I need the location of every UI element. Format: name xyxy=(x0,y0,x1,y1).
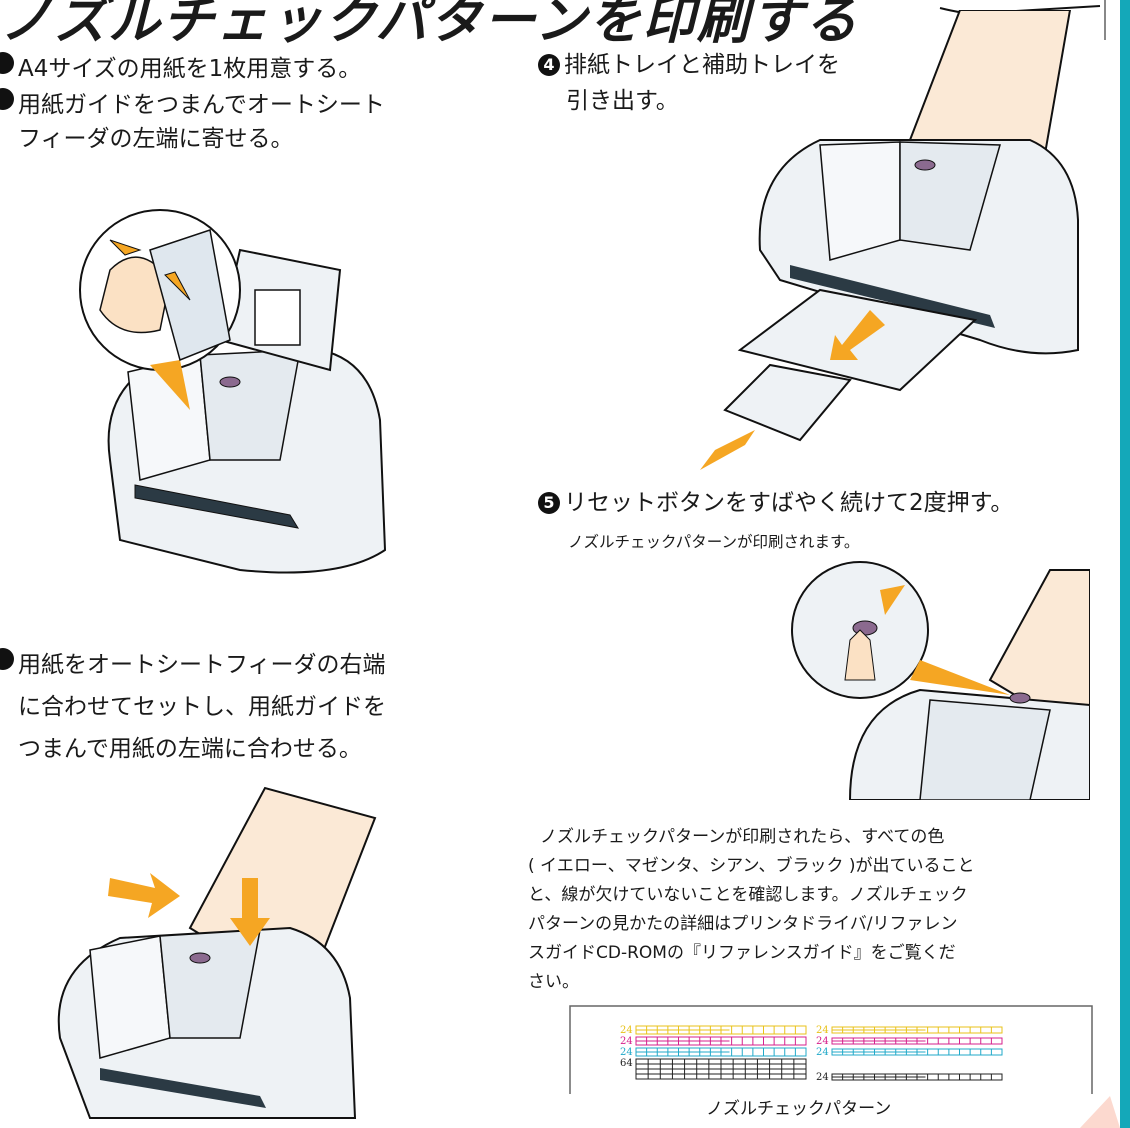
description-line-1: ノズルチェックパターンが印刷されたら、すべての色 xyxy=(540,827,945,847)
pattern-row-label-right: 24 xyxy=(816,1047,829,1058)
step-3-number xyxy=(0,648,14,670)
page-corner-decoration xyxy=(1080,1096,1120,1128)
step-4-text-line2: 引き出す。 xyxy=(566,88,679,114)
pattern-grid-left xyxy=(635,1036,807,1046)
description-line-3: と、線が欠けていないことを確認します。ノズルチェック xyxy=(528,885,968,905)
step-3-text-line3: つまんで用紙の左端に合わせる。 xyxy=(18,736,362,762)
step-2-number xyxy=(0,88,14,110)
printer-trays-illustration xyxy=(700,10,1079,470)
pattern-grid-right xyxy=(831,1073,1003,1081)
step-3-text-line1: 用紙をオートシートフィーダの右端 xyxy=(18,652,386,678)
nozzle-pattern-caption: ノズルチェックパターン xyxy=(706,1099,892,1119)
pattern-grid-left xyxy=(635,1058,807,1080)
pattern-row-label-right: 24 xyxy=(816,1025,829,1036)
description-line-5: スガイドCD-ROMの『リファレンスガイド』をご覧くだ xyxy=(528,943,956,963)
description-line-4: パターンの見かたの詳細はプリンタドライバ/リファレン xyxy=(528,914,958,934)
pattern-row-label-left: 24 xyxy=(620,1047,633,1058)
side-tab-bar xyxy=(1120,0,1130,1128)
step-2-text-line2: フィーダの左端に寄せる。 xyxy=(18,126,294,152)
step-4-number: 4 xyxy=(538,54,560,76)
pattern-grid-right xyxy=(831,1048,1003,1056)
step-2: 用紙ガイドをつまんでオートシート xyxy=(0,88,385,122)
step-1-number xyxy=(0,52,14,74)
step-5-subtext: ノズルチェックパターンが印刷されます。 xyxy=(568,533,860,551)
step-3: 用紙をオートシートフィーダの右端 xyxy=(0,648,386,682)
step-1: A4サイズの用紙を1枚用意する。 xyxy=(0,52,361,86)
pattern-row-label-left: 64 xyxy=(620,1058,633,1069)
pattern-grid-left xyxy=(635,1025,807,1035)
description-line-6: さい。 xyxy=(528,972,579,992)
pattern-grid-right xyxy=(831,1026,1003,1034)
pattern-row-label-right: 24 xyxy=(816,1036,829,1047)
pattern-grid-left xyxy=(635,1047,807,1057)
pattern-row-label-left: 24 xyxy=(620,1025,633,1036)
pattern-row-label-left: 24 xyxy=(620,1036,633,1047)
pattern-row-label-right: 24 xyxy=(816,1072,829,1083)
page-title: ノズルチェックパターンを印刷する xyxy=(0,0,859,51)
pattern-grid-right xyxy=(831,1037,1003,1045)
step-2-text-line1: 用紙ガイドをつまんでオートシート xyxy=(18,92,385,118)
step-3-text-line2: に合わせてセットし、用紙ガイドを xyxy=(18,694,386,720)
step-5-number: 5 xyxy=(538,492,560,514)
reset-button-illustration xyxy=(791,561,1090,800)
printer-paper-set-illustration xyxy=(57,786,377,1119)
printer-guide-illustration xyxy=(79,209,387,574)
step-4-text-line1: 排紙トレイと補助トレイを xyxy=(564,52,840,78)
step-5-text: リセットボタンをすばやく続けて2度押す。 xyxy=(564,490,1014,516)
description-line-2: ( イエロー、マゼンタ、シアン、ブラック )が出ていること xyxy=(528,856,975,876)
step-1-text: A4サイズの用紙を1枚用意する。 xyxy=(18,56,362,82)
